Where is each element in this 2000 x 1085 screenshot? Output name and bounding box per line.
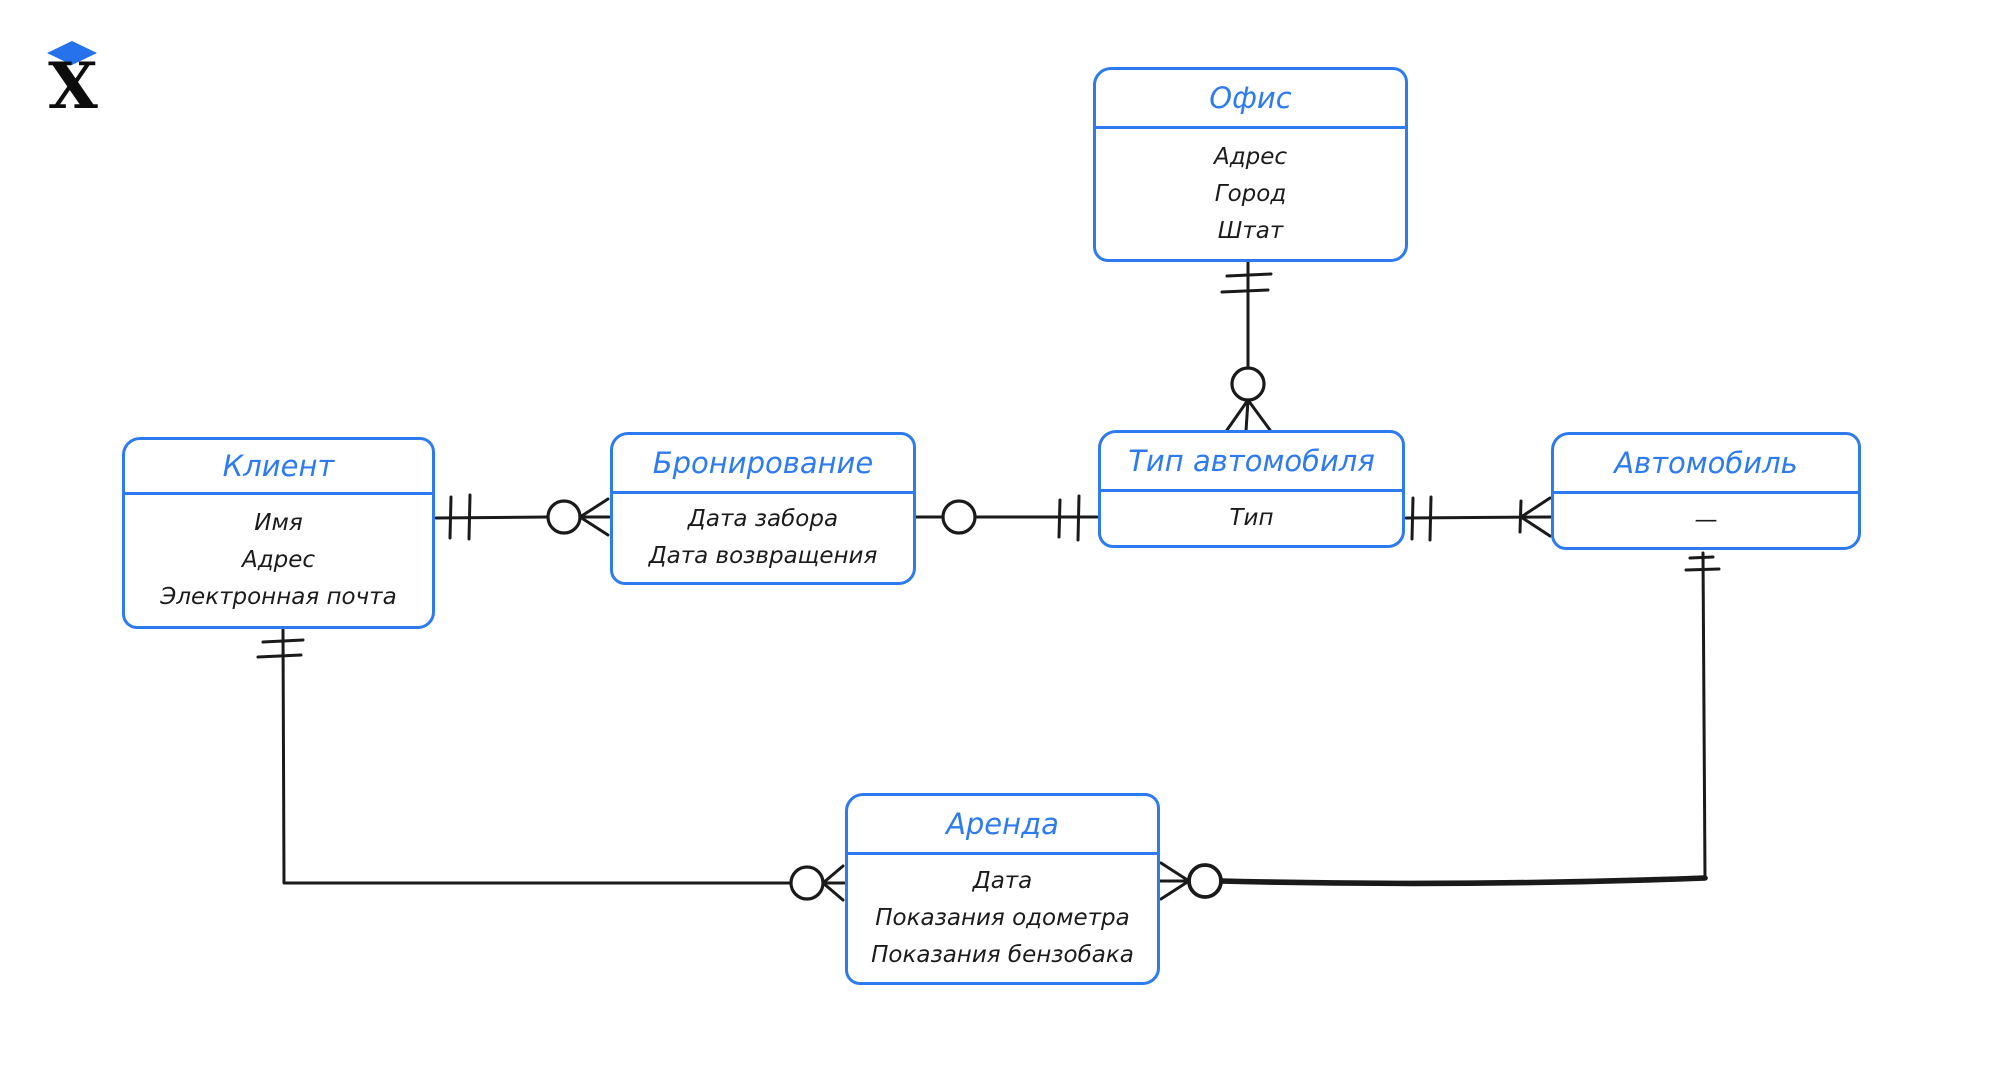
entity-attribute: Имя xyxy=(254,510,303,536)
cardinality-many-marker xyxy=(1519,496,1552,538)
cardinality-one-marker xyxy=(467,493,472,541)
entity-attribute: — xyxy=(1694,507,1718,533)
entity-attribute: Штат xyxy=(1217,217,1284,244)
entity-attribute: Адрес xyxy=(1213,143,1288,170)
entity-attribute: Тип xyxy=(1229,505,1274,531)
connector-cartype-car[interactable] xyxy=(1404,495,1553,542)
cardinality-zero-marker xyxy=(1230,366,1266,402)
entity-title: Клиент xyxy=(125,440,432,495)
entity-attributes: Дата забора Дата возвращения xyxy=(613,494,913,582)
cardinality-one-marker xyxy=(1688,555,1715,560)
entity-attribute: Показания одометра xyxy=(875,905,1130,931)
connector-line xyxy=(1218,875,1708,887)
cardinality-one-marker xyxy=(256,653,303,659)
entity-attributes: Адрес Город Штат xyxy=(1096,129,1405,259)
cardinality-one-marker xyxy=(1225,272,1273,278)
cardinality-one-marker xyxy=(1057,498,1062,539)
cardinality-one-marker xyxy=(1428,495,1433,542)
entity-attributes: Тип xyxy=(1101,492,1402,545)
cardinality-one-marker xyxy=(1220,288,1270,294)
entity-title: Автомобиль xyxy=(1554,435,1858,494)
logo-diamond-icon xyxy=(47,41,97,65)
entity-title: Тип автомобиля xyxy=(1101,433,1402,492)
entity-booking[interactable]: Бронирование Дата забора Дата возвращени… xyxy=(610,432,916,585)
connector-client-booking[interactable] xyxy=(434,493,611,541)
cardinality-zero-marker xyxy=(789,865,825,901)
cardinality-many-marker xyxy=(1225,398,1272,433)
cardinality-many-marker xyxy=(821,864,846,902)
connector-car-rental[interactable] xyxy=(1157,551,1721,901)
entity-attribute: Показания бензобака xyxy=(871,942,1134,968)
entity-title: Бронирование xyxy=(613,435,913,494)
entity-title: Офис xyxy=(1096,70,1405,129)
entity-attributes: Дата Показания одометра Показания бензоб… xyxy=(848,855,1157,982)
entity-attribute: Адрес xyxy=(241,547,316,573)
entity-car-type[interactable]: Тип автомобиля Тип xyxy=(1098,430,1405,548)
entity-attribute: Дата забора xyxy=(687,506,839,532)
connector-client-rental[interactable] xyxy=(256,628,846,902)
cardinality-many-marker xyxy=(1157,861,1191,901)
cardinality-many-marker xyxy=(578,497,611,537)
entity-rental[interactable]: Аренда Дата Показания одометра Показания… xyxy=(845,793,1160,985)
connector-line xyxy=(1404,515,1553,520)
cardinality-one-marker xyxy=(448,495,453,540)
cardinality-one-marker xyxy=(261,638,305,644)
cardinality-zero-marker xyxy=(546,499,582,535)
entity-client[interactable]: Клиент Имя Адрес Электронная почта xyxy=(122,437,435,629)
connector-booking-cartype[interactable] xyxy=(914,494,1099,542)
connector-line xyxy=(434,515,550,520)
entity-car[interactable]: Автомобиль — xyxy=(1551,432,1861,550)
entity-attribute: Дата xyxy=(972,868,1033,894)
connector-office-cartype[interactable] xyxy=(1220,259,1273,433)
logo-letter: X xyxy=(48,49,98,124)
entity-title: Аренда xyxy=(848,796,1157,855)
entity-attributes: Имя Адрес Электронная почта xyxy=(125,495,432,626)
cardinality-zero-marker xyxy=(1187,863,1223,899)
entity-attribute: Дата возвращения xyxy=(648,543,878,569)
connector-line xyxy=(1701,551,1707,880)
entity-attributes: — xyxy=(1554,494,1858,547)
entity-office[interactable]: Офис Адрес Город Штат xyxy=(1093,67,1408,262)
cardinality-one-marker xyxy=(1410,496,1415,541)
entity-attribute: Электронная почта xyxy=(160,584,397,610)
app-logo[interactable]: X xyxy=(44,40,100,124)
entity-attribute: Город xyxy=(1214,180,1287,207)
cardinality-one-marker xyxy=(1076,494,1081,542)
cardinality-zero-marker xyxy=(941,499,977,535)
connector-line xyxy=(281,628,792,885)
